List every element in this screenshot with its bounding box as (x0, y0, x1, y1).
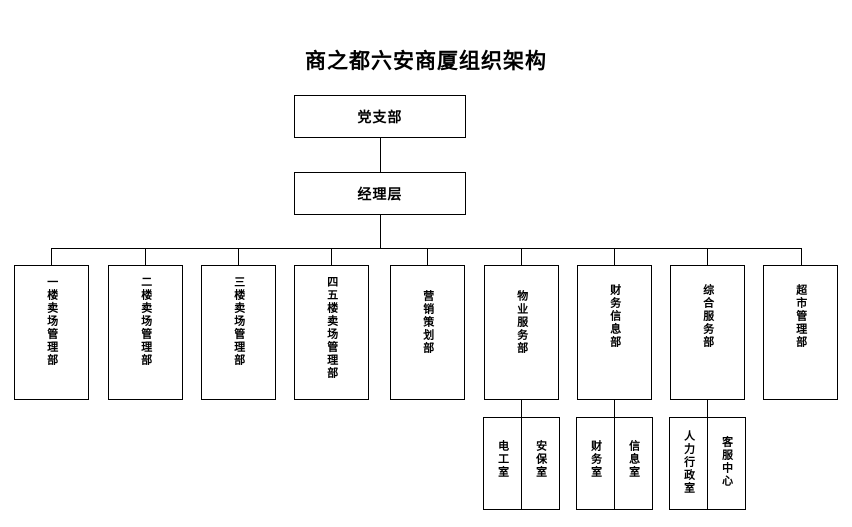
node-department-9[interactable]: 超市管理部 (763, 265, 838, 400)
connector-drop-dept-9 (801, 248, 802, 265)
node-department-7[interactable]: 财务信息部 (577, 265, 652, 400)
node-label-department-7: 财务信息部 (608, 284, 622, 349)
node-label-management: 经理层 (357, 186, 403, 203)
connector-drop-subgroup-finance (614, 400, 615, 417)
node-label-subunit-6: 客服中心 (720, 436, 734, 488)
node-subunit-6[interactable]: 客服中心 (707, 417, 746, 510)
node-subunit-1[interactable]: 电工室 (483, 417, 522, 510)
node-department-4[interactable]: 四五楼卖场管理部 (294, 265, 369, 400)
node-department-1[interactable]: 一楼卖场管理部 (14, 265, 89, 400)
node-label-department-3: 三楼卖场管理部 (232, 276, 246, 367)
connector-party-to-management (380, 138, 381, 172)
node-label-department-6: 物业服务部 (515, 290, 529, 355)
node-department-5[interactable]: 营销策划部 (390, 265, 465, 400)
node-subunit-4[interactable]: 信息室 (614, 417, 653, 510)
connector-drop-dept-6 (521, 248, 522, 265)
connector-drop-dept-2 (145, 248, 146, 265)
connector-drop-dept-1 (51, 248, 52, 265)
node-label-department-5: 营销策划部 (421, 290, 435, 355)
node-label-department-1: 一楼卖场管理部 (45, 276, 59, 367)
node-label-subunit-2: 安保室 (534, 440, 548, 479)
page-title: 商之都六安商厦组织架构 (305, 48, 547, 73)
node-label-subunit-1: 电工室 (496, 440, 510, 479)
node-department-8[interactable]: 综合服务部 (670, 265, 745, 400)
node-subunit-2[interactable]: 安保室 (521, 417, 560, 510)
node-department-3[interactable]: 三楼卖场管理部 (201, 265, 276, 400)
connector-drop-subgroup-property (521, 400, 522, 417)
node-subunit-3[interactable]: 财务室 (576, 417, 615, 510)
connector-drop-dept-5 (427, 248, 428, 265)
node-label-department-9: 超市管理部 (794, 284, 808, 349)
connector-drop-dept-4 (331, 248, 332, 265)
node-department-2[interactable]: 二楼卖场管理部 (108, 265, 183, 400)
node-label-subunit-4: 信息室 (627, 440, 641, 479)
connector-drop-dept-8 (707, 248, 708, 265)
connector-drop-dept-7 (614, 248, 615, 265)
node-label-subunit-3: 财务室 (589, 440, 603, 479)
node-label-subunit-5: 人力行政室 (682, 430, 696, 495)
node-subunit-5[interactable]: 人力行政室 (669, 417, 708, 510)
connector-drop-subgroup-general (707, 400, 708, 417)
node-label-party-branch: 党支部 (357, 109, 403, 126)
connector-bus-departments (51, 248, 801, 249)
node-label-department-4: 四五楼卖场管理部 (325, 276, 339, 380)
connector-management-drop (380, 215, 381, 248)
node-label-department-8: 综合服务部 (701, 284, 715, 349)
node-department-6[interactable]: 物业服务部 (484, 265, 559, 400)
node-party-branch[interactable]: 党支部 (294, 95, 466, 138)
node-label-department-2: 二楼卖场管理部 (139, 276, 153, 367)
connector-drop-dept-3 (238, 248, 239, 265)
node-management[interactable]: 经理层 (294, 172, 466, 215)
